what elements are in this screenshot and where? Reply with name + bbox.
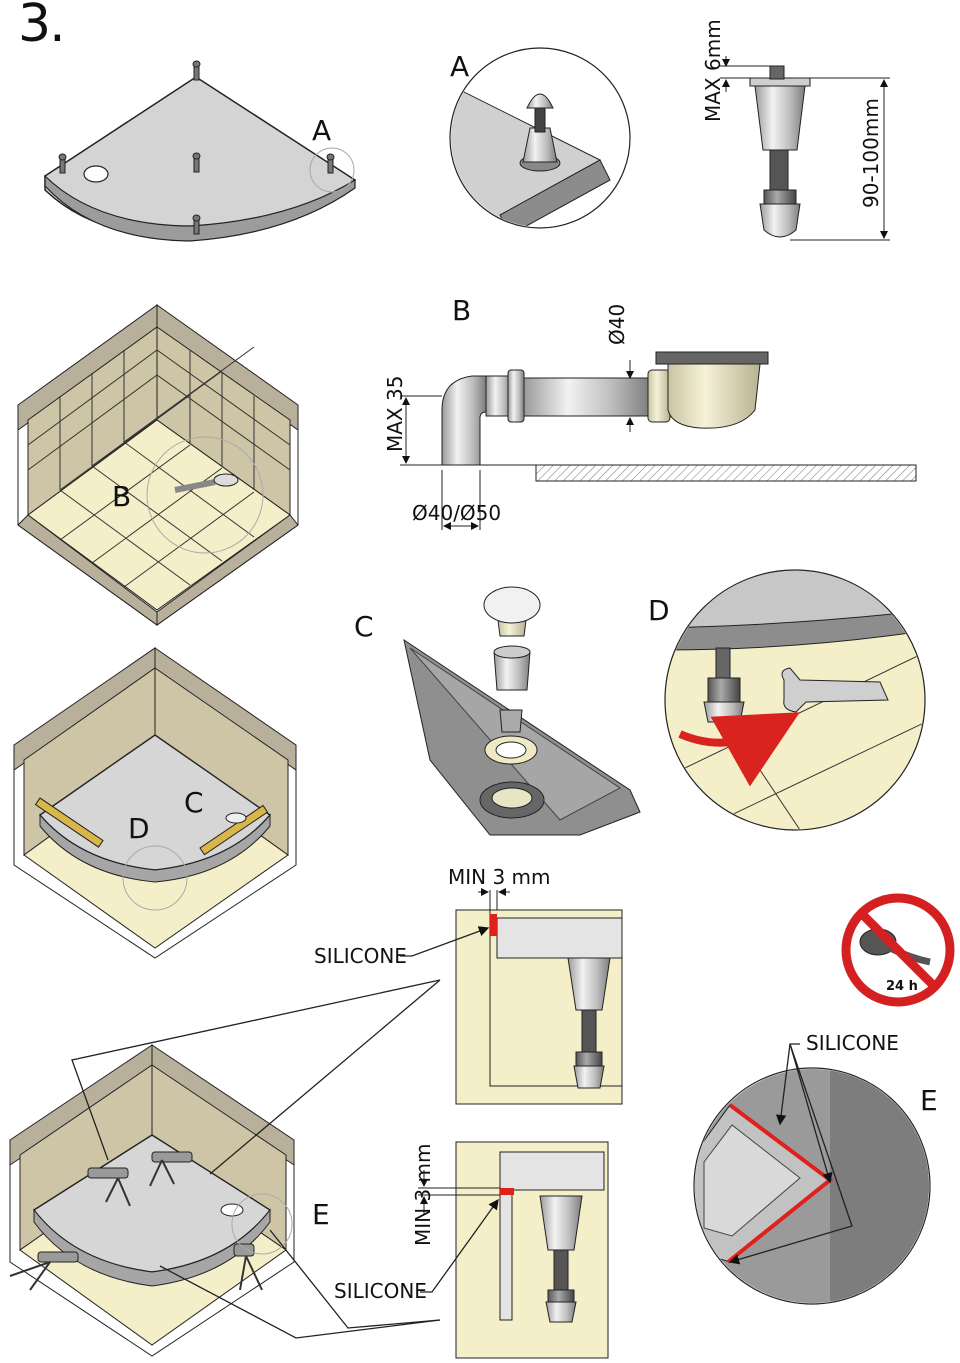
callout-d: D xyxy=(128,812,150,845)
callout-e: E xyxy=(312,1198,330,1231)
detail-c-exploded-waste: C xyxy=(354,586,641,836)
dim-min-3mm-top: MIN 3 mm xyxy=(448,865,551,889)
detail-d-title: D xyxy=(648,594,670,627)
leg-dimension-drawing: MAX 6mm 90-100mm xyxy=(701,19,890,241)
dim-height-range: 90-100mm xyxy=(859,98,883,208)
label-silicone-3: SILICONE xyxy=(806,1031,899,1055)
tray-with-clamps: E xyxy=(9,1044,330,1357)
section-silicone-bottom: MIN 3 mm SILICONE xyxy=(334,1141,609,1359)
tray-leveling: C D xyxy=(13,647,297,959)
dim-max-6mm: MAX 6mm xyxy=(701,19,725,122)
no-shower-sign: 24 h xyxy=(841,893,955,1007)
dim-max-35: MAX 35 xyxy=(383,376,407,452)
no-shower-time: 24 h xyxy=(886,979,918,994)
dim-min-3mm-side: MIN 3 mm xyxy=(411,1143,435,1246)
dim-pipe-diameter: Ø40 xyxy=(605,304,629,345)
leg-icon xyxy=(58,60,335,235)
corner-with-waste: B xyxy=(17,304,299,626)
callout-a: A xyxy=(312,114,331,147)
callout-b: B xyxy=(112,480,131,513)
label-silicone-1: SILICONE xyxy=(314,944,407,968)
section-silicone-top: MIN 3 mm SILICONE xyxy=(314,865,623,1105)
detail-e-corner: E SILICONE xyxy=(693,1031,938,1305)
detail-e-title: E xyxy=(920,1084,938,1117)
step-number: 3. xyxy=(18,0,66,54)
detail-b-title: B xyxy=(452,294,471,327)
tray-with-legs: A xyxy=(44,60,357,242)
leader-lines xyxy=(71,979,441,1339)
label-silicone-2: SILICONE xyxy=(334,1279,427,1303)
callout-c: C xyxy=(184,786,204,819)
detail-b-waste: B Ø40 MAX 35 Ø40/Ø50 xyxy=(383,294,917,530)
dim-outlet-diameter: Ø40/Ø50 xyxy=(412,501,501,525)
detail-a-title: A xyxy=(450,50,469,83)
detail-a: A xyxy=(449,47,631,229)
detail-d-leveling: D xyxy=(648,569,926,831)
detail-c-title: C xyxy=(354,610,374,643)
